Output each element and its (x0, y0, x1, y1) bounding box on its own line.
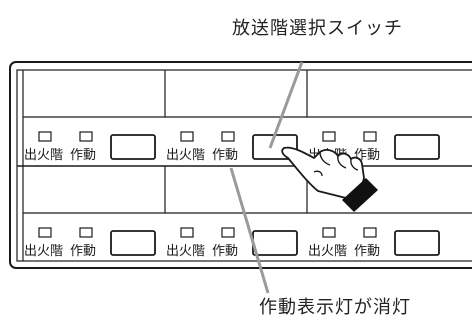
leader-line-lamp (229, 167, 270, 294)
floor-select-switch[interactable] (110, 230, 156, 256)
fire-floor-label: 出火階 (166, 244, 205, 259)
operation-lamp (79, 227, 93, 238)
floor-select-switch-callout: 放送階選択スイッチ (232, 18, 403, 39)
operation-lamp (363, 131, 377, 142)
floor-select-switch[interactable] (394, 134, 440, 160)
operation-lamp (221, 227, 235, 238)
operation-label: 作動 (212, 148, 238, 163)
operation-lamp (363, 227, 377, 238)
fire-floor-label: 出火階 (24, 148, 63, 163)
operation-lamp-off-callout: 作動表示灯が消灯 (259, 297, 411, 318)
panel-row: 出火階作動出火階作動出火階作動 (23, 166, 472, 259)
fire-floor-label: 出火階 (308, 244, 347, 259)
operation-lamp (221, 131, 235, 142)
floor-select-switch[interactable] (394, 230, 440, 256)
floor-unit: 出火階作動 (24, 227, 156, 259)
fire-floor-lamp (180, 131, 194, 142)
leader-line-switch (268, 61, 304, 149)
pointing-hand-icon (281, 146, 378, 212)
fire-floor-lamp (38, 131, 52, 142)
fire-floor-lamp (38, 227, 52, 238)
fire-floor-lamp (322, 227, 336, 238)
floor-select-switch[interactable] (110, 134, 156, 160)
operation-label: 作動 (70, 148, 96, 163)
floor-select-switch[interactable] (252, 230, 298, 256)
fire-floor-lamp (180, 227, 194, 238)
fire-floor-label: 出火階 (166, 148, 205, 163)
fire-floor-label: 出火階 (24, 244, 63, 259)
operation-lamp (79, 131, 93, 142)
panel-housing (9, 61, 472, 269)
floor-unit: 出火階作動 (306, 166, 440, 259)
fire-floor-lamp (322, 131, 336, 142)
operation-label: 作動 (212, 244, 238, 259)
floor-unit: 出火階作動 (164, 166, 298, 259)
hand-cuff (342, 178, 378, 212)
operation-label: 作動 (354, 244, 380, 259)
floor-unit: 出火階作動 (164, 70, 298, 163)
floor-unit: 出火階作動 (24, 131, 156, 163)
operation-label: 作動 (70, 244, 96, 259)
